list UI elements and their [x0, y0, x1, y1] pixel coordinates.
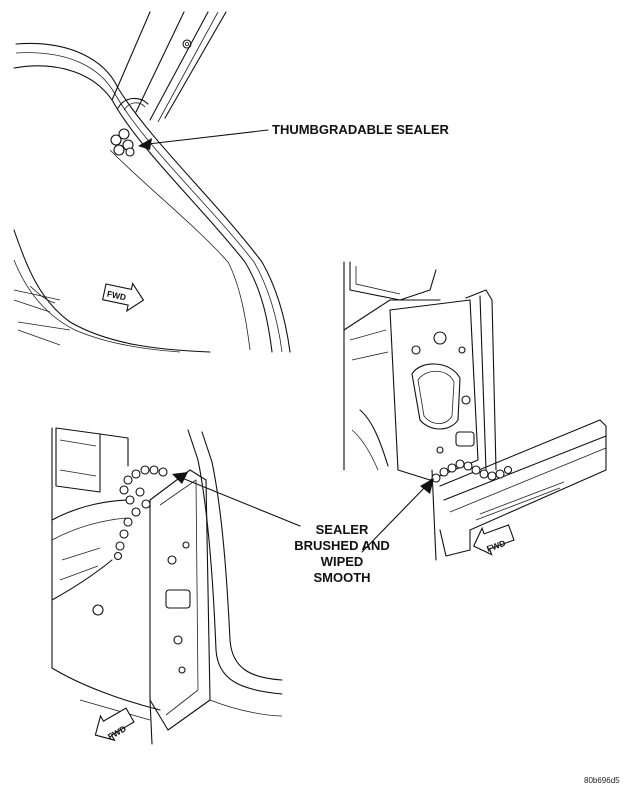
b-pillar-view: [51, 427, 283, 745]
fwd-label: FWD: [106, 289, 127, 303]
figure-id: 80b696d5: [584, 776, 620, 785]
brushed-sealer-leaders: [172, 472, 434, 553]
thumbgradable-sealer-label: THUMBGRADABLE SEALER: [272, 122, 449, 137]
thumbgradable-sealer-bead: [110, 128, 135, 157]
roof-rail-view: [13, 11, 291, 353]
brushed-sealer-bead-left: [113, 465, 168, 561]
fwd-arrow-top-left: FWD: [102, 282, 145, 313]
rocker-sill-view: [343, 261, 607, 561]
brushed-sealer-bead-right: [431, 459, 513, 483]
fwd-arrow-right: [472, 524, 515, 556]
fwd-arrow-bottom-left: [94, 707, 135, 742]
brushed-sealer-label: SEALER BRUSHED AND WIPED SMOOTH: [294, 522, 390, 585]
